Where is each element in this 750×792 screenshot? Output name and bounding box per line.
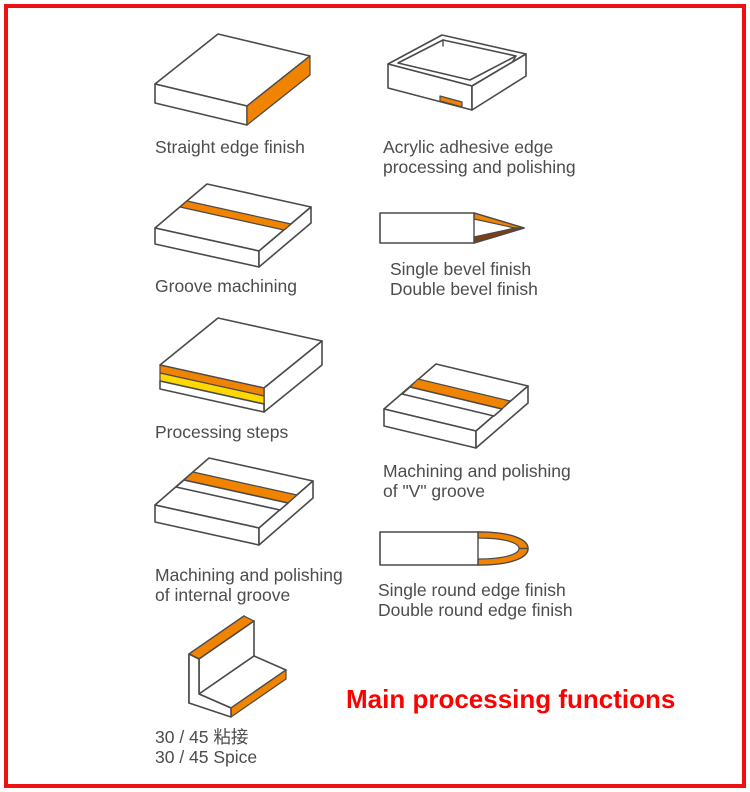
v-groove-illustration xyxy=(383,363,529,449)
bevel-finish-figure xyxy=(378,206,528,250)
internal-groove-label: Machining and polishing of internal groo… xyxy=(155,565,343,605)
bevel-finish-illustration xyxy=(379,212,525,244)
v-groove-label-line1: Machining and polishing xyxy=(383,461,571,481)
v-groove-label-line2: of "V" groove xyxy=(383,481,485,501)
v-groove-figure xyxy=(376,354,536,454)
straight-edge-illustration xyxy=(154,33,311,126)
angle-bonding-label-line2: 30 / 45 Spice xyxy=(155,747,258,767)
internal-groove-label-line2: of internal groove xyxy=(155,585,291,605)
page-title: Main processing functions xyxy=(346,684,676,714)
internal-groove-figure xyxy=(145,450,317,550)
groove-machining-figure xyxy=(145,176,317,268)
straight-edge-figure xyxy=(140,26,320,131)
round-edge-label-line2: Double round edge finish xyxy=(378,600,573,620)
angle-bonding-figure xyxy=(148,606,293,724)
bevel-finish-label: Single bevel finish Double bevel finish xyxy=(390,259,538,299)
acrylic-label-line1: Acrylic adhesive edge xyxy=(383,137,554,157)
acrylic-box-figure xyxy=(382,30,532,125)
bevel-finish-label-line1: Single bevel finish xyxy=(390,259,532,279)
angle-bonding-illustration xyxy=(188,615,287,718)
processing-steps-illustration xyxy=(159,317,323,413)
internal-groove-label-line1: Machining and polishing xyxy=(155,565,343,585)
processing-steps-label: Processing steps xyxy=(155,422,288,442)
processing-steps-figure xyxy=(150,310,328,415)
red-border-frame xyxy=(4,4,746,788)
internal-groove-illustration xyxy=(154,457,314,546)
round-edge-illustration xyxy=(379,531,529,566)
angle-bonding-label: 30 / 45 粘接 30 / 45 Spice xyxy=(155,727,257,767)
groove-machining-illustration xyxy=(154,183,312,268)
straight-edge-label-line: Straight edge finish xyxy=(155,137,305,157)
v-groove-label: Machining and polishing of "V" groove xyxy=(383,461,571,501)
straight-edge-label: Straight edge finish xyxy=(155,137,305,157)
acrylic-box-illustration xyxy=(387,34,527,111)
acrylic-label-line2: processing and polishing xyxy=(383,157,576,177)
processing-steps-label-line: Processing steps xyxy=(155,422,289,442)
acrylic-label: Acrylic adhesive edge processing and pol… xyxy=(383,137,576,177)
round-edge-label: Single round edge finish Double round ed… xyxy=(378,580,573,620)
groove-machining-label: Groove machining xyxy=(155,276,297,296)
round-edge-label-line1: Single round edge finish xyxy=(378,580,566,600)
bevel-finish-label-line2: Double bevel finish xyxy=(390,279,538,299)
round-edge-figure xyxy=(378,526,533,571)
angle-bonding-label-line1: 30 / 45 粘接 xyxy=(155,727,249,747)
groove-machining-label-line: Groove machining xyxy=(155,276,298,296)
